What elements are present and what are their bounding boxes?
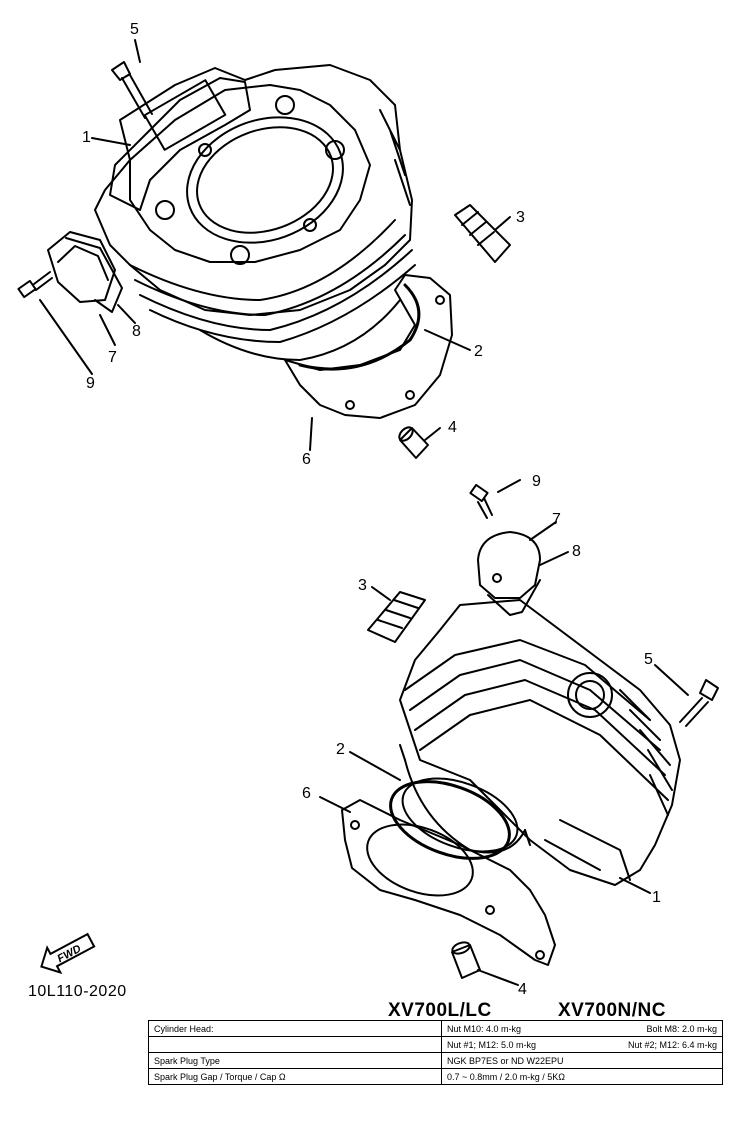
spec-nut-2: Nut #2; M12: 6.4 m-kg xyxy=(627,1039,717,1050)
bottom-callout-2: 2 xyxy=(336,741,345,758)
top-o-ring xyxy=(298,283,421,371)
spec-nut-1: Nut #1; M12: 5.0 m-kg xyxy=(447,1039,537,1050)
bottom-callout-9: 9 xyxy=(532,473,541,490)
bottom-screw xyxy=(469,483,493,519)
bottom-base-gasket xyxy=(341,799,556,966)
bottom-side-cover xyxy=(477,531,541,616)
spec-row-nuts: Nut #1; M12: 5.0 m-kg Nut #2; M12: 6.4 m… xyxy=(148,1036,723,1053)
top-callout-8: 8 xyxy=(132,323,141,340)
top-dowel-pin xyxy=(454,204,511,263)
top-side-cover xyxy=(47,231,123,313)
spec-label-plug-type: Spark Plug Type xyxy=(148,1052,442,1069)
bottom-callout-8: 8 xyxy=(572,543,581,560)
bottom-callout-6: 6 xyxy=(302,785,311,802)
spec-value-plug-type: NGK BP7ES or ND W22EPU xyxy=(441,1052,723,1069)
top-bolt xyxy=(111,61,153,119)
top-callout-5: 5 xyxy=(130,21,139,38)
spec-nut-m10: Nut M10: 4.0 m-kg xyxy=(447,1023,522,1034)
spec-label-plug-gap: Spark Plug Gap / Torque / Cap Ω xyxy=(148,1068,442,1085)
fwd-arrow-icon: FWD xyxy=(40,932,96,975)
top-cylinder-bore xyxy=(186,116,344,244)
top-base-gasket xyxy=(284,274,453,419)
top-collar xyxy=(398,426,429,459)
bottom-cylinder-body xyxy=(399,599,681,886)
bottom-callout-7: 7 xyxy=(552,511,561,528)
spec-value-cylinder-head: Nut M10: 4.0 m-kg Bolt M8: 2.0 m-kg xyxy=(441,1020,723,1037)
spec-label-blank xyxy=(148,1036,442,1053)
bottom-callout-1: 1 xyxy=(652,889,661,906)
bottom-bolt xyxy=(679,679,719,727)
exploded-parts-diagram: 5 1 3 2 4 6 8 7 9 9 7 8 3 5 2 6 1 4 xyxy=(17,21,719,998)
spec-table: Cylinder Head: Nut M10: 4.0 m-kg Bolt M8… xyxy=(148,1020,723,1085)
spec-row-cylinder-head: Cylinder Head: Nut M10: 4.0 m-kg Bolt M8… xyxy=(148,1020,723,1037)
bottom-callout-4: 4 xyxy=(518,981,527,998)
spec-value-plug-gap: 0.7 ~ 0.8mm / 2.0 m-kg / 5KΩ xyxy=(441,1068,723,1085)
part-code: 10L110-2020 xyxy=(28,983,127,1000)
bottom-callout-5: 5 xyxy=(644,651,653,668)
top-cylinder-assembly xyxy=(94,64,416,361)
top-callout-9: 9 xyxy=(86,375,95,392)
spec-bolt-m8: Bolt M8: 2.0 m-kg xyxy=(646,1023,717,1034)
top-callout-7: 7 xyxy=(108,349,117,366)
top-callout-4: 4 xyxy=(448,419,457,436)
bottom-dowel-pin xyxy=(367,591,426,643)
spec-row-plug-gap: Spark Plug Gap / Torque / Cap Ω 0.7 ~ 0.… xyxy=(148,1068,723,1085)
model-label-l: XV700L/LC xyxy=(388,1000,492,1021)
top-screw xyxy=(17,271,53,299)
top-callout-2: 2 xyxy=(474,343,483,360)
top-cylinder-body xyxy=(94,64,413,316)
bottom-callout-3: 3 xyxy=(358,577,367,594)
spec-row-plug-type: Spark Plug Type NGK BP7ES or ND W22EPU xyxy=(148,1052,723,1069)
fwd-label: FWD xyxy=(55,943,83,965)
bottom-o-ring xyxy=(389,780,511,860)
top-callout-1: 1 xyxy=(82,129,91,146)
spec-value-nuts: Nut #1; M12: 5.0 m-kg Nut #2; M12: 6.4 m… xyxy=(441,1036,723,1053)
top-callout-3: 3 xyxy=(516,209,525,226)
fwd-arrow: FWD xyxy=(34,928,100,978)
bottom-collar xyxy=(451,941,481,979)
spec-label-cylinder-head: Cylinder Head: xyxy=(148,1020,442,1037)
model-label-n: XV700N/NC xyxy=(558,1000,666,1021)
top-callout-6: 6 xyxy=(302,451,311,468)
bottom-cylinder-assembly xyxy=(399,599,681,886)
